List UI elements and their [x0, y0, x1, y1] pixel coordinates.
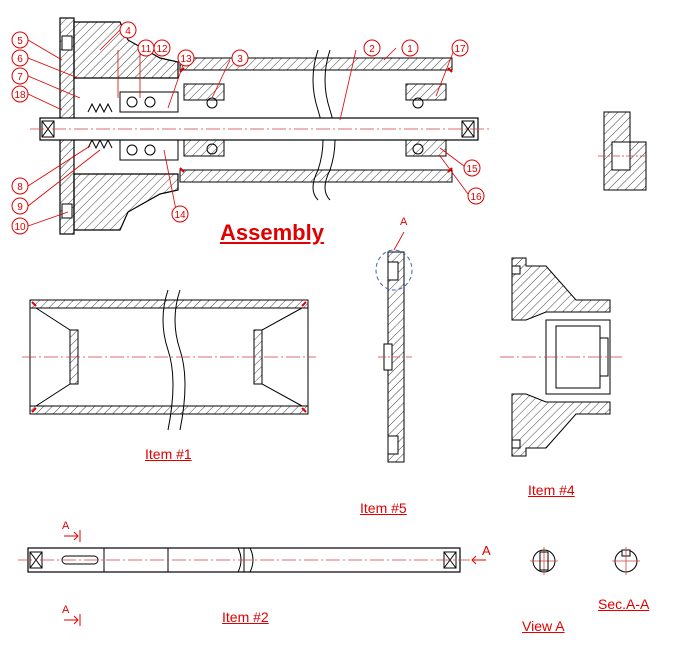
sec-aa-label: Sec.A-A [598, 596, 650, 612]
item4-label: Item #4 [528, 482, 575, 498]
item2-label: Item #2 [222, 609, 269, 625]
balloon-18 [11, 85, 29, 103]
section-mark-a-top: A [400, 216, 408, 228]
balloon-10 [11, 217, 29, 235]
balloon-text-12: 12 [156, 44, 168, 55]
balloon-text-3: 3 [237, 54, 243, 65]
balloon-text-10: 10 [14, 222, 26, 233]
item2-view [18, 530, 486, 626]
balloon-9 [11, 197, 29, 215]
balloon-12 [153, 39, 171, 57]
balloon-text-18: 18 [14, 90, 26, 101]
balloon-text-5: 5 [17, 36, 23, 47]
balloon-text-9: 9 [17, 202, 23, 213]
balloon-5 [11, 31, 29, 49]
balloon-16 [467, 187, 485, 205]
balloon-group [11, 21, 485, 235]
section-mark-a-shaft-bottom: A [62, 604, 70, 616]
balloon-1 [401, 39, 419, 57]
item1-view [22, 289, 316, 431]
item1-label: Item #1 [145, 446, 192, 462]
balloon-text-8: 8 [17, 182, 23, 193]
balloon-8 [11, 177, 29, 195]
balloon-4 [119, 21, 137, 39]
tube-item1 [179, 57, 453, 71]
view-a-label: View A [522, 618, 565, 634]
item5-view [375, 231, 413, 463]
assembly-view: 5 6 7 18 8 9 10 4 11 12 13 3 2 1 17 15 1… [11, 17, 490, 235]
balloon-text-11: 11 [141, 44, 152, 55]
section-a-a [612, 547, 640, 575]
view-a [530, 547, 558, 575]
balloon-2 [363, 39, 381, 57]
item5-label: Item #5 [360, 500, 407, 516]
section-mark-a-shaft-top: A [62, 520, 70, 532]
balloon-text-14: 14 [174, 210, 186, 221]
balloon-text-17: 17 [454, 44, 466, 55]
balloon-text-16: 16 [470, 192, 482, 203]
section-mark-a-right: A [482, 543, 491, 558]
assembly-title: Assembly [220, 220, 324, 245]
balloon-text-15: 15 [466, 164, 478, 175]
balloon-17 [451, 39, 469, 57]
balloon-text-13: 13 [180, 54, 192, 65]
detail-view [598, 111, 647, 191]
balloon-text-6: 6 [17, 54, 23, 65]
balloon-6 [11, 49, 29, 67]
balloon-7 [11, 67, 29, 85]
item4-view [500, 257, 622, 457]
balloon-text-7: 7 [17, 72, 23, 83]
balloon-13 [177, 49, 195, 67]
balloon-text-1: 1 [407, 44, 413, 55]
balloon-text-4: 4 [125, 26, 131, 37]
balloon-3 [231, 49, 249, 67]
balloon-15 [463, 159, 481, 177]
balloon-14 [171, 205, 189, 223]
balloon-text-2: 2 [369, 44, 375, 55]
